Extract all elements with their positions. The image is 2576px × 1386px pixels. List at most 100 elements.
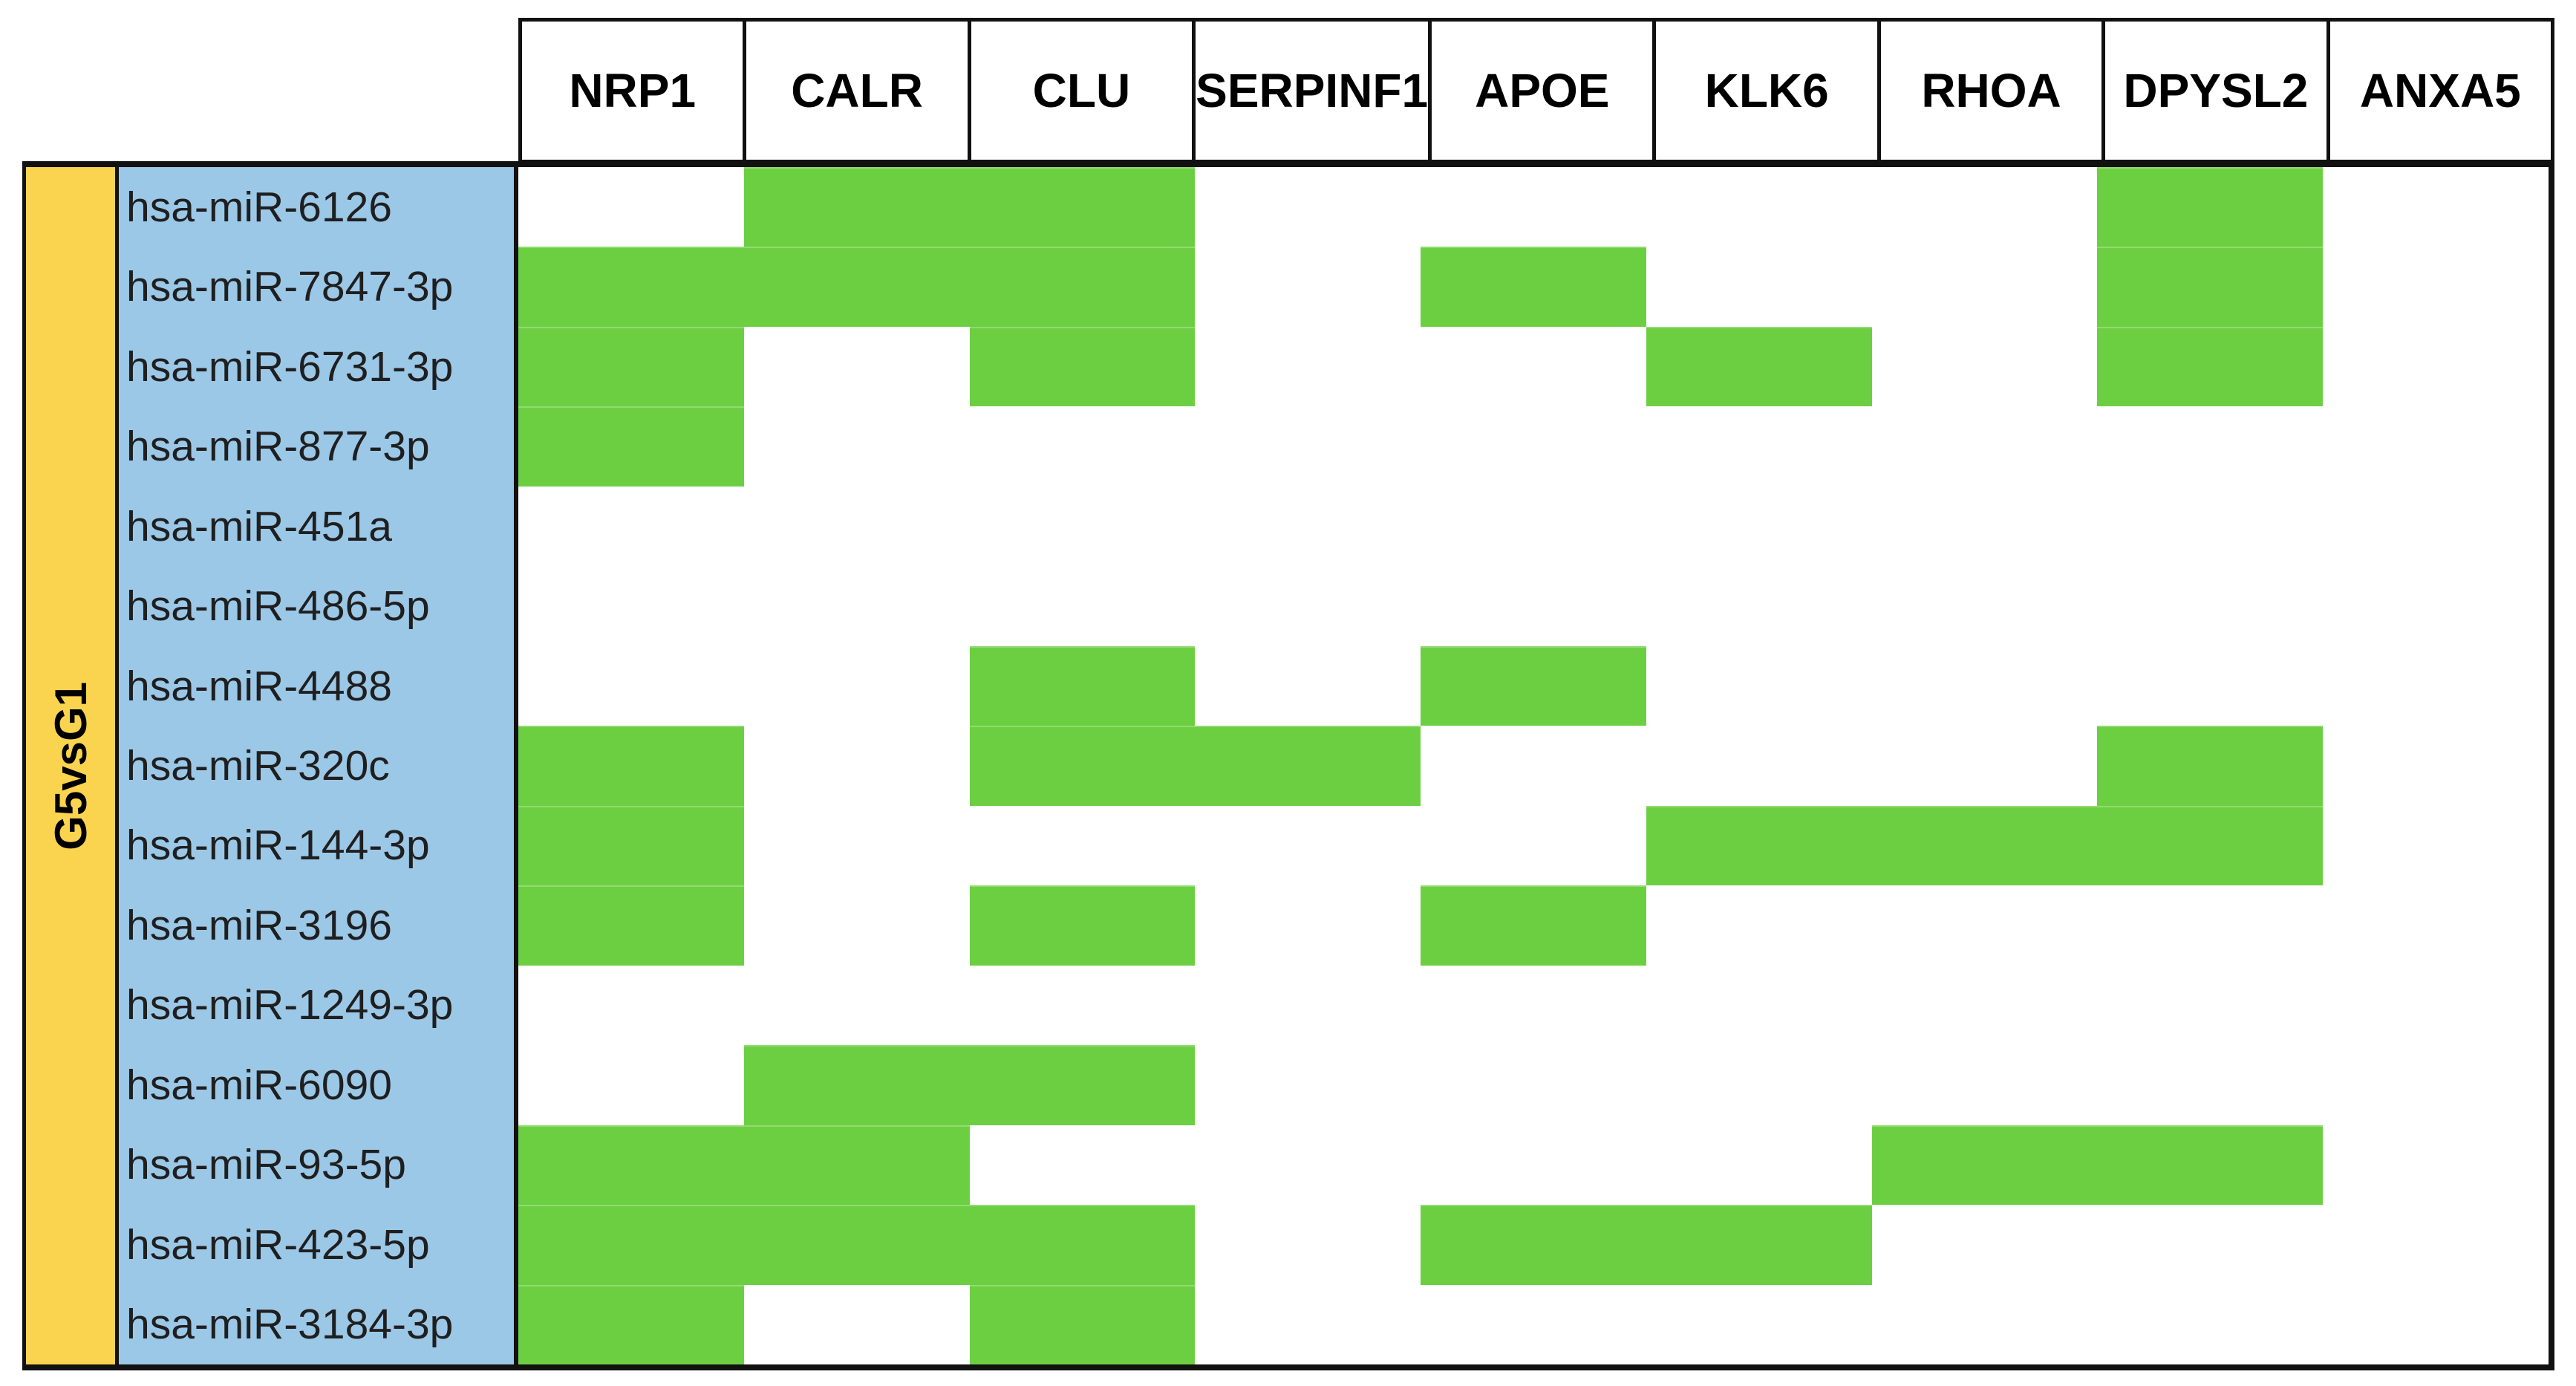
- matrix-cell-empty: [1195, 1125, 1421, 1205]
- matrix-cell-empty: [2097, 1205, 2323, 1284]
- matrix-cell-empty: [2097, 885, 2323, 965]
- matrix-cell-filled: [2097, 247, 2324, 327]
- matrix-cell-empty: [744, 726, 970, 805]
- gene-column-header: KLK6: [1652, 18, 1881, 163]
- matrix-cell-empty: [1421, 327, 1646, 406]
- matrix-cell-filled: [1871, 805, 2098, 886]
- matrix-cell-empty: [2097, 966, 2323, 1045]
- matrix-cell-empty: [1646, 966, 1872, 1045]
- matrix-cell-empty: [744, 806, 970, 885]
- mirna-row-label: hsa-miR-7847-3p: [126, 263, 454, 311]
- matrix-cell-empty: [1421, 726, 1646, 805]
- matrix-cell-empty: [1646, 646, 1872, 726]
- matrix-cell-empty: [1646, 1285, 1872, 1364]
- matrix-cell-filled: [518, 885, 744, 966]
- matrix-cell-empty: [2323, 247, 2549, 326]
- matrix-cell-empty: [744, 646, 970, 726]
- mirna-row-label: hsa-miR-3184-3p: [126, 1301, 454, 1349]
- matrix-cell-empty: [1646, 726, 1872, 805]
- matrix-cell-empty: [1195, 247, 1421, 326]
- matrix-cell-empty: [1195, 1285, 1421, 1364]
- mirna-row-label: hsa-miR-6731-3p: [126, 342, 454, 391]
- matrix-cell-empty: [1195, 646, 1421, 726]
- matrix-cell-filled: [743, 1205, 970, 1285]
- matrix-cell-empty: [2097, 646, 2323, 726]
- matrix-cell-filled: [518, 247, 744, 327]
- matrix-cell-filled: [969, 1284, 1196, 1364]
- matrix-cell-empty: [1421, 806, 1646, 885]
- matrix-grid: [518, 167, 2554, 1370]
- gene-column-header: NRP1: [518, 18, 747, 163]
- matrix-cell-empty: [970, 1125, 1196, 1205]
- matrix-cell-filled: [518, 1284, 744, 1364]
- matrix-cell-empty: [1421, 966, 1646, 1045]
- matrix-cell-empty: [518, 167, 744, 247]
- mirna-row-label: hsa-miR-4488: [126, 662, 392, 710]
- matrix-cell-filled: [743, 247, 970, 327]
- matrix-cell-empty: [2097, 487, 2323, 566]
- matrix-cell-empty: [1872, 167, 2098, 247]
- matrix-cell-empty: [1872, 966, 2098, 1045]
- mirna-row-label: hsa-miR-320c: [126, 742, 390, 790]
- matrix-cell-empty: [518, 487, 744, 566]
- mirna-row-label: hsa-miR-423-5p: [126, 1220, 430, 1269]
- matrix-cell-filled: [743, 1045, 970, 1125]
- matrix-cell-empty: [2323, 726, 2549, 805]
- matrix-cell-filled: [1421, 1205, 1646, 1285]
- matrix-cell-empty: [518, 1045, 744, 1125]
- matrix-cell-empty: [1872, 646, 2098, 726]
- matrix-cell-empty: [1646, 167, 1872, 247]
- matrix-cell-filled: [518, 326, 744, 407]
- gene-column-header: APOE: [1428, 18, 1657, 163]
- matrix-cell-filled: [969, 645, 1196, 726]
- matrix-cell-empty: [1872, 1205, 2098, 1284]
- mirna-row-label: hsa-miR-486-5p: [126, 582, 430, 631]
- matrix-cell-empty: [1195, 327, 1421, 406]
- header-divider-line: [22, 161, 2554, 167]
- group-bar: G5vsG1: [22, 167, 119, 1370]
- mirna-row-label: hsa-miR-877-3p: [126, 423, 430, 471]
- matrix-cell-filled: [518, 1205, 744, 1285]
- matrix-cell-empty: [2097, 406, 2323, 486]
- matrix-cell-filled: [1646, 805, 1872, 886]
- matrix-cell-empty: [970, 966, 1196, 1045]
- mirna-row-label: hsa-miR-6090: [126, 1061, 392, 1109]
- matrix-cell-empty: [1421, 566, 1646, 645]
- gene-column-header: CLU: [967, 18, 1196, 163]
- matrix-cell-empty: [1195, 1045, 1421, 1125]
- matrix-cell-filled: [518, 1125, 744, 1206]
- matrix-cell-empty: [1872, 1285, 2098, 1364]
- matrix-cell-filled: [2097, 726, 2324, 806]
- matrix-cell-filled: [969, 885, 1196, 966]
- matrix-cell-empty: [2323, 885, 2549, 965]
- matrix-cell-empty: [1646, 566, 1872, 645]
- matrix-cell-empty: [1646, 247, 1872, 326]
- matrix-cell-empty: [2323, 327, 2549, 406]
- matrix-cell-filled: [518, 805, 744, 886]
- matrix-cell-empty: [1421, 1045, 1646, 1125]
- matrix-cell-empty: [744, 487, 970, 566]
- mirna-row-label: hsa-miR-451a: [126, 502, 392, 550]
- matrix-cell-filled: [2097, 326, 2324, 407]
- matrix-cell-empty: [1195, 487, 1421, 566]
- matrix-cell-empty: [518, 646, 744, 726]
- matrix-cell-empty: [1646, 487, 1872, 566]
- matrix-cell-filled: [1646, 1205, 1872, 1285]
- matrix-cell-filled: [1195, 726, 1421, 806]
- matrix-cell-empty: [2097, 1045, 2323, 1125]
- matrix-cell-empty: [1646, 885, 1872, 965]
- mirna-row-label: hsa-miR-144-3p: [126, 821, 430, 870]
- matrix-cell-filled: [969, 326, 1196, 407]
- matrix-cell-filled: [969, 1205, 1196, 1285]
- matrix-cell-empty: [1195, 806, 1421, 885]
- matrix-cell-filled: [743, 1125, 970, 1206]
- matrix-cell-empty: [1195, 566, 1421, 645]
- matrix-cell-empty: [2323, 806, 2549, 885]
- matrix-cell-empty: [1421, 1285, 1646, 1364]
- matrix-cell-filled: [2097, 167, 2324, 247]
- matrix-cell-empty: [1646, 1125, 1872, 1205]
- gene-column-header: ANXA5: [2326, 18, 2554, 163]
- matrix-cell-empty: [1872, 726, 2098, 805]
- matrix-cell-empty: [1872, 566, 2098, 645]
